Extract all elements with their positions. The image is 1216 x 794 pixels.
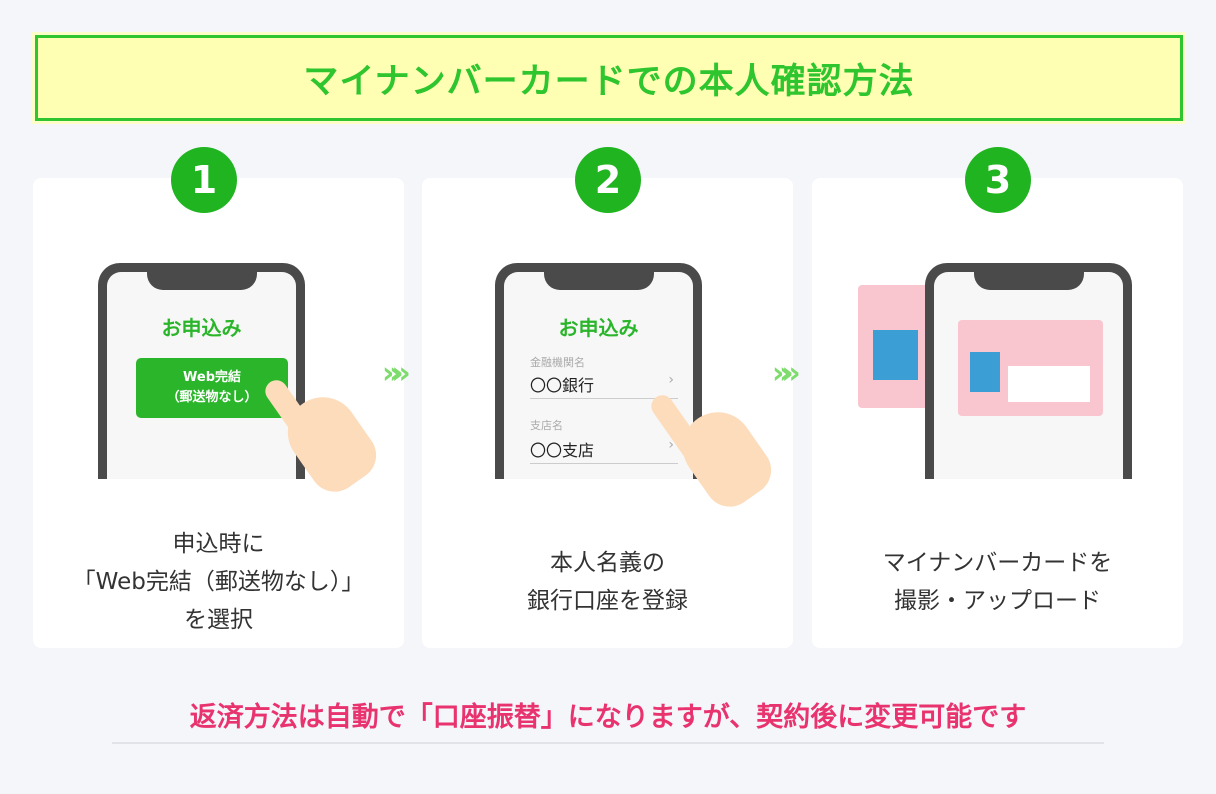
chevrons-right-icon: »» [382,356,411,391]
chevrons-right-icon: »» [772,356,801,391]
caption-line: を選択 [184,607,253,633]
phone-illustration: お申込み 金融機関名 〇〇銀行 › 支店名 〇〇支店 › [495,263,702,479]
bank-label: 金融機関名 [530,356,585,369]
branch-field: 〇〇支店 › [530,437,678,464]
screen-title: お申込み [161,316,242,340]
step-2-number: 2 [575,147,641,213]
branch-value: 〇〇支店 [530,441,595,460]
button-line-2: （郵送物なし） [166,390,258,405]
button-line-1: Web完結 [183,370,241,385]
phone-illustration [925,263,1132,479]
bank-field: 〇〇銀行 › [530,372,678,399]
branch-label: 支店名 [530,419,563,432]
chevron-right-icon: › [668,372,674,388]
web-complete-button: Web完結 （郵送物なし） [136,358,288,418]
page-title: マイナンバーカードでの本人確認方法 [303,61,915,102]
step-3-caption: マイナンバーカードを 撮影・アップロード [812,544,1183,620]
caption-line: 「Web完結（郵送物なし）」 [72,569,365,595]
footer-note: 返済方法は自動で「口座振替」になりますが、契約後に変更可能です [189,702,1027,733]
title-banner: マイナンバーカードでの本人確認方法 [35,35,1183,121]
my-number-card-icon [958,320,1103,416]
step-1-caption: 申込時に 「Web完結（郵送物なし）」 を選択 [33,525,404,639]
footer-divider [112,742,1104,744]
caption-line: 撮影・アップロード [894,588,1101,614]
bank-value: 〇〇銀行 [530,376,595,395]
phone-illustration: お申込み Web完結 （郵送物なし） [98,263,305,479]
screen-title: お申込み [558,316,639,340]
step-2-caption: 本人名義の 銀行口座を登録 [422,544,793,620]
step-3-number: 3 [965,147,1031,213]
step-1-number: 1 [171,147,237,213]
caption-line: マイナンバーカードを [882,550,1113,576]
chevron-right-icon: › [668,437,674,453]
caption-line: 申込時に [172,531,265,557]
id-card-back-icon [858,285,938,408]
caption-line: 銀行口座を登録 [527,588,688,614]
caption-line: 本人名義の [550,550,665,576]
